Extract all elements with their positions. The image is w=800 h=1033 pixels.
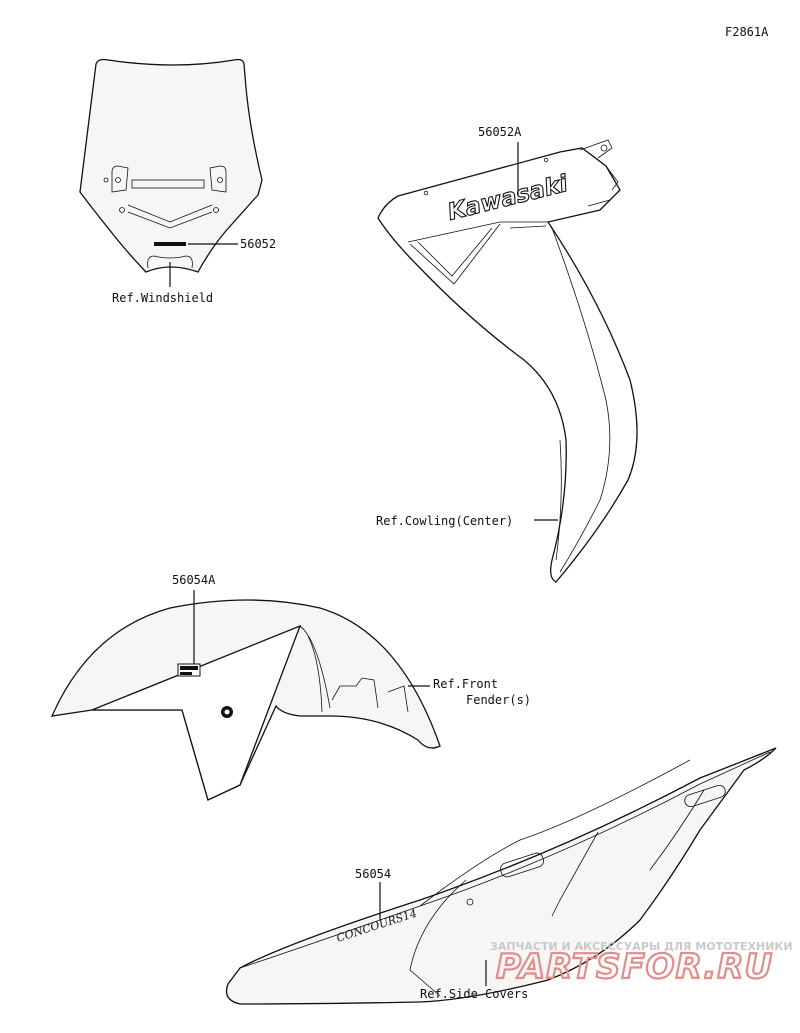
watermark-logo: PARTSFOR.RU	[496, 947, 773, 987]
windshield-decal	[154, 242, 186, 246]
fender-ref-label-line1: Ref.Front	[433, 677, 498, 691]
figure-code: F2861A	[725, 25, 769, 39]
sidecover-part-number: 56054	[355, 867, 391, 881]
fender-ref-label-line2: Fender(s)	[466, 693, 531, 707]
front-fender-drawing	[50, 599, 441, 801]
cowling-part-number: 56052A	[478, 125, 522, 139]
watermark: ЗАПЧАСТИ И АКСЕССУАРЫ ДЛЯ МОТОТЕХНИКИ PA…	[490, 940, 793, 988]
sidecover-ref-label: Ref.Side Covers	[420, 987, 528, 1001]
windshield-drawing	[79, 58, 263, 273]
cowling-ref-label: Ref.Cowling(Center)	[376, 514, 513, 528]
cowling-drawing: Kawasaki	[377, 139, 638, 583]
fender-part-number: 56054A	[172, 573, 216, 587]
watermark-caption: ЗАПЧАСТИ И АКСЕССУАРЫ ДЛЯ МОТОТЕХНИКИ	[490, 940, 793, 953]
windshield-part-number: 56052	[240, 237, 276, 251]
windshield-ref-label: Ref.Windshield	[112, 291, 213, 305]
